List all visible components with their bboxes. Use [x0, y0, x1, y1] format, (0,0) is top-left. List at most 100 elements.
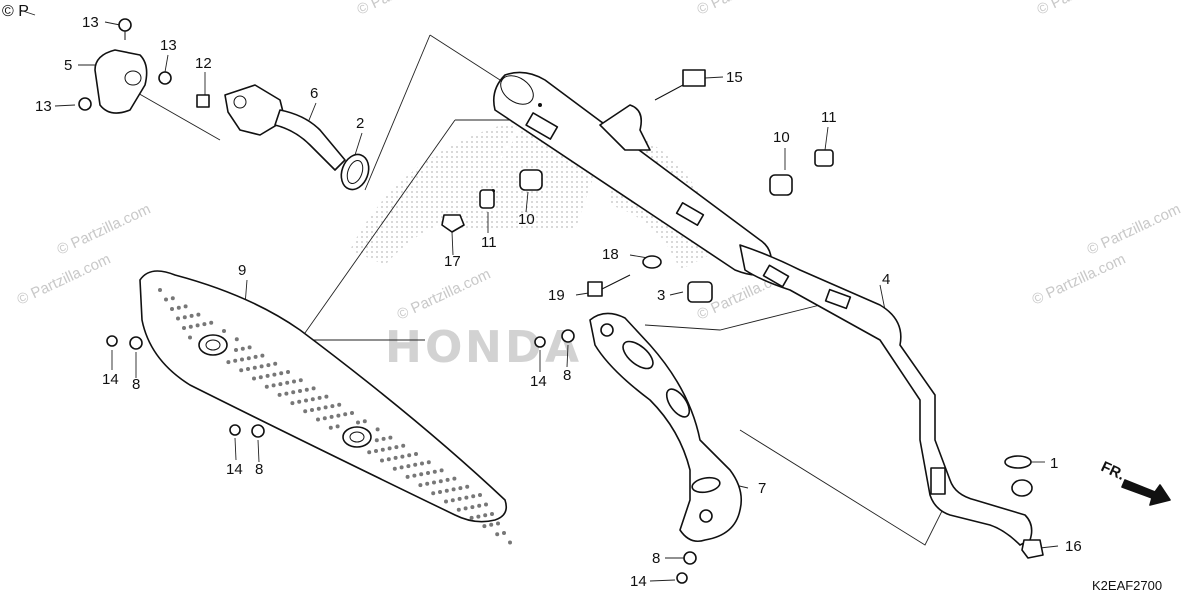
heat-protector-part-9 — [139, 270, 512, 545]
protector-hole — [502, 531, 506, 535]
protector-hole — [508, 540, 512, 545]
protector-hole — [432, 469, 437, 474]
watermark-10: © Partzilla.com — [1085, 201, 1184, 259]
watermark-8: © Partzilla.com — [695, 0, 794, 19]
callout-10b: 10 — [773, 129, 790, 146]
muffler-part-4 — [491, 71, 1033, 546]
callout-18: 18 — [602, 246, 619, 263]
protector-hole — [392, 466, 397, 471]
protector-hole — [438, 490, 442, 494]
callout-8b: 8 — [255, 461, 263, 478]
callout-3: 3 — [657, 287, 665, 304]
callout-labels: 1 2 3 4 5 6 7 8 8 8 8 9 10 10 11 11 12 1… — [35, 14, 1082, 590]
protector-hole — [405, 474, 410, 479]
protector-hole — [374, 449, 378, 453]
protector-hole — [209, 320, 214, 325]
protector-hole — [457, 496, 462, 501]
protector-hole — [425, 481, 430, 486]
protector-hole — [477, 503, 482, 508]
callout-16: 16 — [1065, 538, 1082, 555]
protector-hole — [432, 480, 436, 485]
protector-hole — [202, 322, 207, 327]
callout-15: 15 — [726, 69, 743, 86]
watermark-7: © Partzilla.com — [355, 0, 454, 19]
protector-hole — [452, 476, 457, 481]
protector-hole — [176, 305, 181, 310]
protector-hole — [484, 502, 488, 507]
protector-hole — [183, 304, 188, 309]
protector-hole — [407, 453, 412, 458]
protector-hole — [399, 465, 404, 470]
protector-hole — [170, 296, 175, 301]
callout-1: 1 — [1050, 455, 1058, 472]
protector-hole — [394, 445, 399, 450]
protector-hole — [420, 461, 424, 466]
protector-hole — [426, 460, 431, 465]
protector-hole — [234, 348, 238, 352]
protector-hole — [406, 464, 411, 469]
protector-hole — [350, 411, 354, 415]
protector-hole — [336, 413, 341, 418]
protector-hole — [451, 487, 456, 492]
callout-14a: 14 — [102, 371, 119, 388]
protector-hole — [322, 416, 327, 421]
protector-hole — [362, 419, 367, 424]
protector-hole — [272, 372, 277, 377]
protector-hole — [450, 498, 455, 503]
protector-hole — [337, 402, 342, 407]
protector-hole — [388, 435, 393, 440]
protector-hole — [310, 397, 315, 402]
protector-hole — [324, 394, 329, 399]
gasket-part-2 — [340, 153, 370, 191]
protector-hole — [463, 506, 468, 511]
protector-hole — [380, 447, 385, 452]
callout-6: 6 — [310, 85, 318, 102]
diagram-code: K2EAF2700 — [1092, 578, 1162, 593]
protector-hole — [393, 455, 398, 460]
callout-12: 12 — [195, 55, 212, 72]
protector-hole — [456, 507, 461, 512]
protector-hole — [470, 505, 475, 510]
joint-pipe-part-6 — [224, 84, 346, 171]
callout-13c: 13 — [35, 98, 52, 115]
callout-10a: 10 — [518, 211, 535, 228]
protector-hole — [476, 514, 481, 519]
protector-hole — [233, 358, 238, 363]
protector-hole — [412, 473, 417, 478]
protector-hole — [285, 380, 290, 385]
protector-hole — [489, 522, 494, 527]
protector-hole — [482, 524, 487, 529]
protector-hole — [279, 371, 284, 376]
callout-8d: 8 — [652, 550, 660, 567]
protector-hole — [471, 494, 476, 499]
protector-hole — [483, 513, 488, 518]
protector-hole — [316, 417, 320, 422]
protector-hole — [418, 483, 423, 488]
protector-hole — [195, 323, 200, 328]
protector-hole — [291, 390, 296, 395]
protector-hole — [328, 425, 333, 430]
callout-14b: 14 — [226, 461, 243, 478]
protector-hole — [226, 360, 231, 365]
callout-19: 19 — [548, 287, 565, 304]
protector-hole — [196, 312, 201, 317]
logo-letter: N — [465, 322, 502, 373]
protector-hole — [386, 457, 391, 462]
protector-hole — [310, 408, 314, 412]
protector-hole — [469, 515, 474, 520]
protector-hole — [158, 288, 162, 292]
protector-hole — [367, 450, 372, 455]
protector-hole — [297, 399, 302, 404]
protector-hole — [419, 472, 424, 477]
protector-hole — [170, 307, 174, 311]
protector-hole — [426, 471, 430, 475]
callout-14d: 14 — [630, 573, 647, 590]
protector-hole — [387, 446, 392, 451]
callout-17: 17 — [444, 253, 461, 270]
protector-hole — [189, 313, 194, 318]
watermark-2: © Partzilla.com — [395, 266, 494, 324]
protector-hole — [478, 493, 482, 497]
logo-letter: D — [505, 322, 542, 373]
